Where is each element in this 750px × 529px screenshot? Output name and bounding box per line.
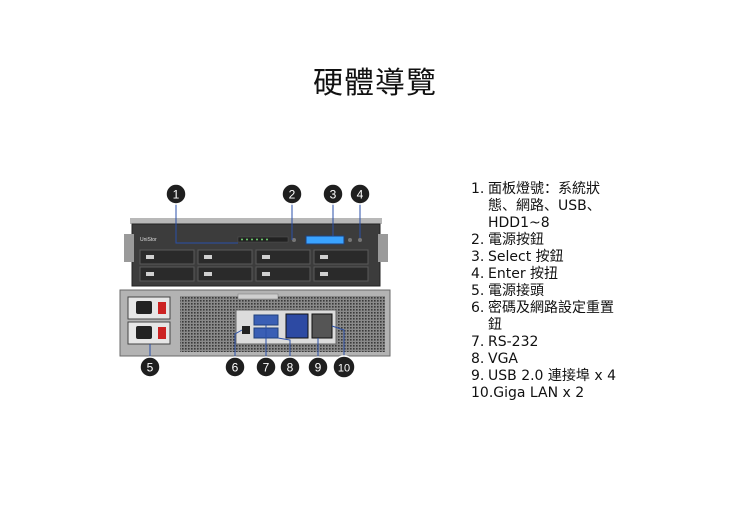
legend-item-2: 2.電源按鈕	[471, 232, 544, 248]
svg-text:2: 2	[289, 188, 296, 202]
svg-text:7: 7	[263, 361, 270, 375]
callout-8: 8	[279, 356, 301, 378]
svg-text:6: 6	[232, 361, 239, 375]
svg-text:5: 5	[147, 361, 154, 375]
legend-list: 1.面板燈號：系統狀態、網路、USB、HDD1~8 2.電源按鈕 3.Selec…	[471, 181, 621, 402]
lan-ports	[311, 313, 333, 339]
callout-5: 5	[139, 356, 161, 378]
legend-item-4: 4.Enter 按扭	[471, 266, 559, 282]
chassis-rear	[119, 289, 391, 357]
svg-text:10: 10	[338, 363, 350, 375]
legend-item-6: 6.密碼及網路設定重置鈕	[471, 300, 614, 333]
page-title: 硬體導覽	[313, 66, 437, 101]
legend-item-7: 7.RS-232	[471, 334, 539, 350]
drive-bays	[139, 249, 369, 282]
legend-item-9: 9.USB 2.0 連接埠 x 4	[471, 368, 616, 384]
reset-button	[242, 326, 250, 334]
legend-item-3: 3.Select 按鈕	[471, 249, 564, 265]
select-button	[348, 238, 352, 242]
power-button	[292, 238, 296, 242]
callout-7: 7	[255, 356, 277, 378]
svg-text:9: 9	[315, 361, 322, 375]
rs232-port	[253, 314, 279, 326]
callout-10: 10	[332, 355, 356, 379]
callout-2: 2	[281, 183, 303, 205]
power-connector-2	[136, 326, 152, 339]
enter-button	[358, 238, 362, 242]
callout-3: 3	[322, 183, 344, 205]
brand-label: UniStor	[140, 237, 157, 243]
hardware-figure: UniStor	[119, 183, 391, 379]
legend-item-10: 10.Giga LAN x 2	[471, 385, 585, 401]
callout-1: 1	[165, 183, 187, 205]
lcd-display	[305, 235, 345, 245]
leader-lines	[149, 201, 361, 357]
svg-text:1: 1	[173, 188, 180, 202]
legend-item-1: 1.面板燈號：系統狀態、網路、USB、HDD1~8	[471, 181, 601, 231]
legend-item-5: 5.電源接頭	[471, 283, 544, 299]
svg-text:3: 3	[330, 188, 337, 202]
legend-item-8: 8.VGA	[471, 351, 519, 367]
usb-ports	[285, 313, 309, 339]
callout-6: 6	[224, 356, 246, 378]
svg-text:4: 4	[357, 188, 364, 202]
chassis-front: UniStor	[124, 218, 388, 287]
power-connector-1	[136, 301, 152, 314]
led-panel	[237, 236, 289, 243]
svg-text:8: 8	[287, 361, 294, 375]
callout-9: 9	[307, 356, 329, 378]
callout-4: 4	[349, 183, 371, 205]
